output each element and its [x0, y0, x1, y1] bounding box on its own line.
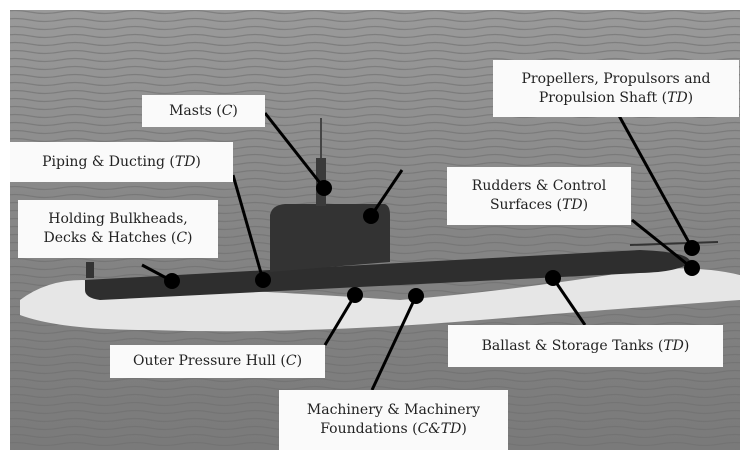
marker-dots — [164, 180, 700, 304]
submarine-sail — [270, 204, 390, 272]
marker-ballast — [545, 270, 561, 286]
label-ballast-tanks: Ballast & Storage Tanks (TD) — [448, 325, 723, 367]
bow-fitting — [86, 262, 94, 278]
label-piping-ducting: Piping & Ducting (TD) — [10, 142, 233, 182]
wake-spray — [20, 268, 740, 332]
label-masts: Masts (C) — [142, 95, 265, 127]
label-rudders: Rudders & Control Surfaces (TD) — [447, 167, 631, 225]
marker-masts — [316, 180, 332, 196]
leader-lines — [141, 111, 694, 391]
marker-outer-hull — [347, 287, 363, 303]
marker-holding — [164, 273, 180, 289]
marker-sail — [363, 208, 379, 224]
stern-plane — [629, 241, 719, 246]
marker-rudders — [684, 260, 700, 276]
submarine-hull — [85, 250, 690, 300]
marker-machinery — [408, 288, 424, 304]
label-machinery: Machinery & Machinery Foundations (C&TD) — [279, 390, 508, 450]
label-outer-pressure-hull: Outer Pressure Hull (C) — [110, 345, 325, 378]
label-propellers: Propellers, Propulsors and Propulsion Sh… — [493, 60, 739, 117]
label-holding-bulkheads: Holding Bulkheads, Decks & Hatches (C) — [18, 200, 218, 258]
marker-propellers — [684, 240, 700, 256]
marker-piping — [255, 272, 271, 288]
